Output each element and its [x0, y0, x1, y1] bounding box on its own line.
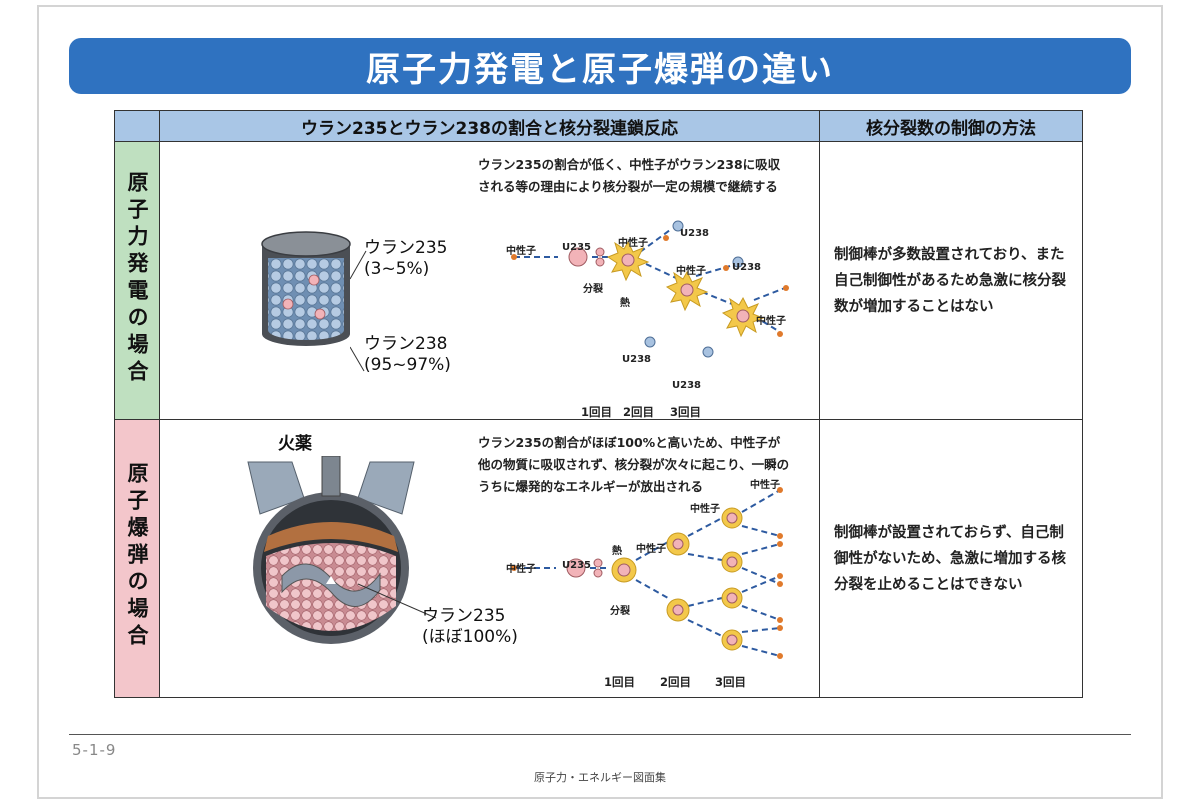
- method-cell-bomb: 制御棒が設置されておらず、自己制御性がないため、急激に増加する核分裂を止めること…: [819, 419, 1083, 698]
- footer-divider: [69, 734, 1131, 735]
- page-title: 原子力発電と原子爆弾の違い: [366, 49, 834, 90]
- u238-percent: (95~97%): [364, 355, 451, 375]
- page-number: 5-1-9: [72, 741, 117, 759]
- bomb-generation-2: 2回目: [660, 675, 692, 689]
- cylinder-leader-lines: [350, 250, 367, 372]
- generation-1: 1回目: [581, 405, 613, 419]
- header-row: ウラン235とウラン238の割合と核分裂連鎖反応 核分裂数の制御の方法: [114, 110, 1083, 142]
- neutron-label-4: 中性子: [756, 316, 786, 327]
- bomb-generation-1: 1回目: [604, 675, 636, 689]
- method-text-bomb: 制御棒が設置されておらず、自己制御性がないため、急激に増加する核分裂を止めること…: [834, 524, 1066, 593]
- u235-atom-label: U235: [562, 242, 591, 253]
- row-label-text: 原子爆弾の場合: [125, 462, 149, 651]
- row-label-power: 原子力発電の場合: [114, 141, 160, 420]
- u238-ratio-label: ウラン238 (95~97%): [364, 334, 451, 376]
- u235-percent: (3~5%): [364, 259, 430, 279]
- u235-name: ウラン235: [364, 238, 448, 258]
- bomb-neutron-label-4: 中性子: [750, 480, 780, 491]
- heat-label: 熱: [620, 298, 630, 309]
- header-ratio: ウラン235とウラン238の割合と核分裂連鎖反応: [159, 110, 820, 142]
- u235-ratio-label: ウラン235 (3~5%): [364, 238, 447, 280]
- collection-title: 原子力・エネルギー図面集: [534, 771, 666, 784]
- bomb-description: ウラン235の割合がほぼ100%と高いため、中性子が 他の物質に吸収されず、核分…: [478, 435, 790, 494]
- generation-3: 3回目: [670, 405, 702, 419]
- u238-atom-label-4: U238: [672, 380, 701, 391]
- u238-atom-label-3: U238: [622, 354, 651, 365]
- row-power: 原子力発電の場合: [114, 141, 1083, 420]
- bomb-illustration: [247, 456, 415, 644]
- power-description: ウラン235の割合が低く、中性子がウラン238に吸収 される等の理由により核分裂…: [478, 157, 781, 194]
- bomb-diagram-cell: 火薬: [159, 419, 820, 698]
- method-cell-power: 制御棒が多数設置されており、また自己制御性があるため急激に核分裂数が増加すること…: [819, 141, 1083, 420]
- method-text-power: 制御棒が多数設置されており、また自己制御性があるため急激に核分裂数が増加すること…: [834, 246, 1066, 315]
- bomb-leader-line: [357, 583, 437, 619]
- header-corner: [114, 110, 160, 142]
- bomb-fission-label: 分裂: [610, 606, 630, 617]
- row-bomb: 原子爆弾の場合 火薬: [114, 419, 1083, 698]
- generation-2: 2回目: [623, 405, 655, 419]
- controlled-chain-reaction: [511, 220, 791, 358]
- bomb-u235-name: ウラン235: [422, 606, 506, 626]
- title-bar: 原子力発電と原子爆弾の違い: [69, 38, 1131, 94]
- u238-atom-label-1: U238: [680, 228, 709, 239]
- fuel-cylinder-illustration: [261, 231, 351, 346]
- power-diagram-cell: ウラン235 (3~5%) ウラン238 (95~97%) ウラン235の割合が…: [159, 141, 820, 420]
- bomb-u235-atom-label: U235: [562, 560, 591, 571]
- row-label-bomb: 原子爆弾の場合: [114, 419, 160, 698]
- neutron-label-2: 中性子: [618, 238, 648, 249]
- u238-atom-label-2: U238: [732, 262, 761, 273]
- bomb-generation-3: 3回目: [715, 675, 747, 689]
- bomb-heat-label: 熱: [612, 546, 622, 557]
- bomb-neutron-label: 中性子: [506, 564, 536, 575]
- u238-name: ウラン238: [364, 334, 448, 354]
- header-method: 核分裂数の制御の方法: [819, 110, 1083, 142]
- bomb-neutron-label-2: 中性子: [636, 544, 666, 555]
- explosive-label: 火薬: [278, 434, 312, 454]
- neutron-label-3: 中性子: [676, 266, 706, 277]
- row-label-text: 原子力発電の場合: [125, 170, 149, 387]
- fission-label: 分裂: [583, 284, 603, 295]
- bomb-u235-percent: (ほぼ100%): [422, 627, 518, 647]
- comparison-table: ウラン235とウラン238の割合と核分裂連鎖反応 核分裂数の制御の方法 原子力発…: [114, 110, 1083, 698]
- runaway-chain-reaction: [511, 487, 783, 659]
- neutron-label: 中性子: [506, 246, 536, 257]
- bomb-u235-ratio-label: ウラン235 (ほぼ100%): [422, 606, 518, 648]
- bomb-neutron-label-3: 中性子: [690, 504, 720, 515]
